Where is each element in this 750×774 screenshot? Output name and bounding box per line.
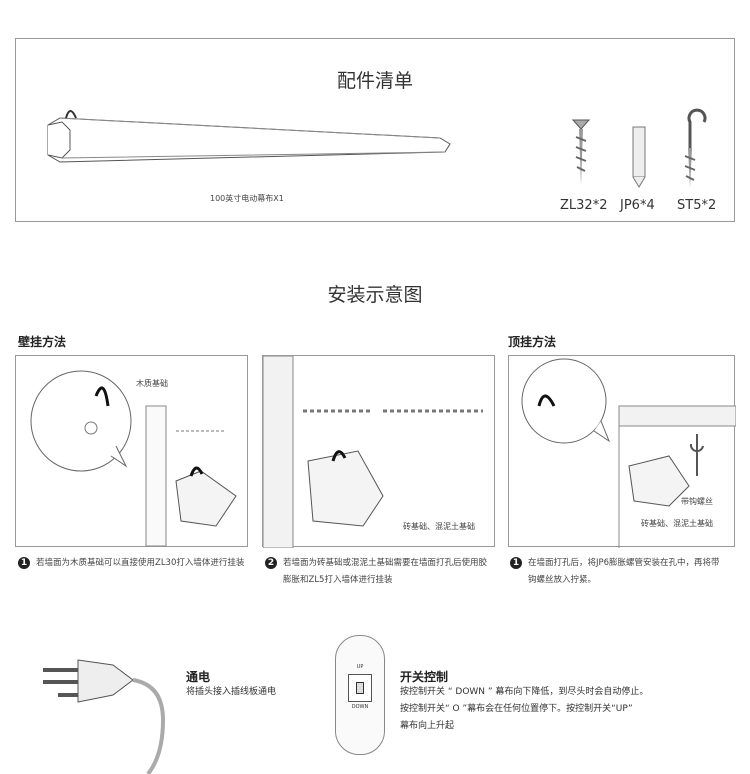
power-text: 将插头接入插线板通电 [186,687,277,697]
wall-method-title: 壁挂方法 [18,335,67,349]
install-title: 安装示意图 [327,284,423,306]
accessories-box [15,38,735,222]
hook-screw-tag: 带钩螺丝 [681,497,713,506]
power-title: 通电 [186,670,211,684]
switch-line-3: 幕布向上升起 [400,721,455,731]
accessory-label-zl32: ZL32*2 [560,198,608,213]
switch-title: 开关控制 [400,670,449,684]
step-number: 1 [510,557,522,569]
hook-screw-icon [684,108,707,188]
switch-line-1: 按控制开关 “ DOWN ” 幕布向下降低，到尽头时会自动停止。 [400,687,649,697]
caption-wood: 1 若墙面为木质基础可以直接使用ZL30打入墙体进行挂装 [18,555,246,572]
ceiling-base-tag: 砖基础、混泥土基础 [641,519,713,528]
anchor-icon [632,126,646,188]
panel-brick-wall: 砖基础、混泥土基础 [262,355,495,548]
power-plug-illustration [43,659,166,774]
wood-base-tag: 木质基础 [136,379,168,388]
switch-down-label: DOWN [351,704,369,710]
caption-brick: 2 若墙面为砖基础或混泥土基础需要在墙面打孔后使用胶膨胀和ZL5打入墙体进行挂装 [265,555,493,589]
ceiling-illustration [521,358,736,548]
screw-icon [571,119,591,185]
caption-ceiling: 1 在墙面打孔后，将JP6膨胀螺管安装在孔中，再将带钩螺丝放入拧紧。 [510,555,725,589]
wood-wall-illustration [30,370,237,547]
wall-switch: UP DOWN [335,635,385,755]
switch-rocker[interactable] [348,674,372,702]
panel-wood-wall: 木质基础 [15,355,248,547]
accessories-title: 配件清单 [336,70,413,92]
screen-tube-illustration [47,110,451,163]
step-number: 1 [18,557,30,569]
caption-text: 若墙面为砖基础或混泥土基础需要在墙面打孔后使用胶膨胀和ZL5打入墙体进行挂装 [283,558,488,585]
brick-base-tag: 砖基础、混泥土基础 [403,522,475,531]
accessory-label-st5: ST5*2 [677,198,717,213]
brick-wall-illustration [263,356,483,548]
accessory-label-jp6: JP6*4 [620,198,655,213]
switch-up-label: UP [356,664,364,670]
ceiling-method-title: 顶挂方法 [508,335,557,349]
caption-text: 在墙面打孔后，将JP6膨胀螺管安装在孔中，再将带钩螺丝放入拧紧。 [528,558,720,585]
screen-label: 100英寸电动幕布X1 [210,194,284,203]
panel-ceiling: 带钩螺丝 砖基础、混泥土基础 [508,355,736,548]
switch-line-2: 按控制开关“ O ”幕布会在任何位置停下。按控制开关“UP” [400,704,633,714]
step-number: 2 [265,557,277,569]
caption-text: 若墙面为木质基础可以直接使用ZL30打入墙体进行挂装 [36,558,245,568]
